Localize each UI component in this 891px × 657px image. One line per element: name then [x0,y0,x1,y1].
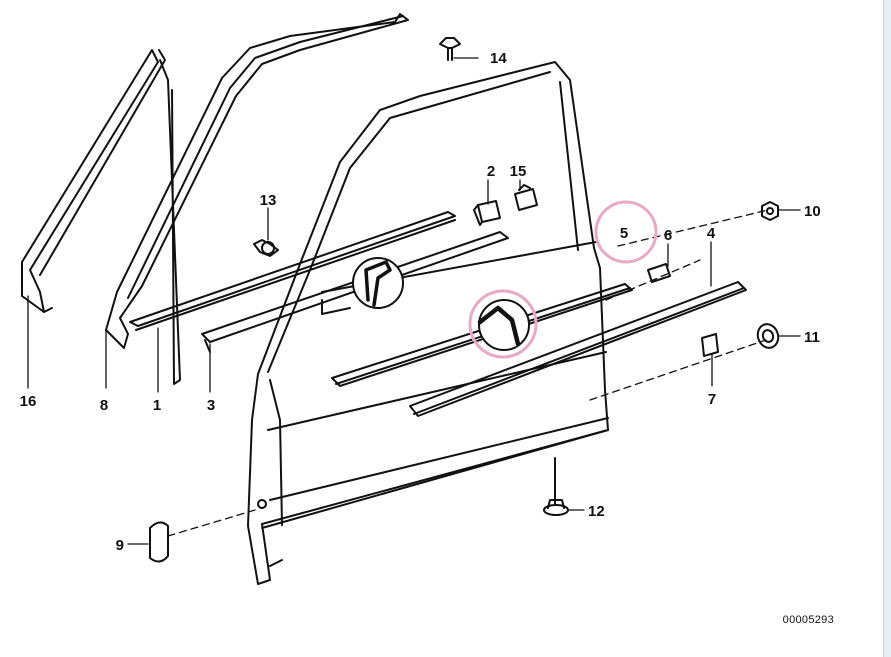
callout-15[interactable]: 15 [510,163,527,180]
part-6-clip[interactable] [647,263,671,283]
callout-5[interactable]: 5 [620,225,628,242]
callout-4[interactable]: 4 [707,225,716,242]
part-2-clip[interactable] [473,200,501,226]
part-10-nut[interactable] [761,201,779,221]
callout-11[interactable]: 11 [804,329,820,346]
leader-lines [27,57,801,545]
part-13-fastener[interactable] [253,239,279,257]
seal-profile-detail-lower [477,299,530,351]
callout-labels: 16 8 1 3 14 2 15 13 5 6 4 7 10 11 12 9 [20,50,821,554]
part-14-rivet[interactable] [439,37,461,61]
diagram-reference-number: 00005293 [783,614,834,626]
part-9-plug[interactable] [149,521,169,563]
assembly-lines [167,209,769,537]
part-11-plug[interactable] [755,321,781,350]
callout-9[interactable]: 9 [116,537,124,554]
callout-3[interactable]: 3 [207,397,215,414]
part-16-pillar-seal[interactable] [21,49,166,313]
callout-16[interactable]: 16 [20,393,37,410]
callout-14[interactable]: 14 [490,50,507,67]
callout-6[interactable]: 6 [664,227,672,244]
part-7-clip[interactable] [701,333,719,357]
part-4-side-strip[interactable] [409,281,747,417]
callout-10[interactable]: 10 [804,203,821,220]
callout-8[interactable]: 8 [100,397,108,414]
part-8-window-guide[interactable] [105,13,409,385]
highlight-circle-part-5 [594,200,658,264]
callout-7[interactable]: 7 [708,391,716,408]
highlight-marks [468,200,658,359]
seal-profile-detail-upper [352,257,404,309]
part-3-lower-strip[interactable] [201,231,509,353]
window-edge [883,0,891,657]
callout-13[interactable]: 13 [260,192,277,209]
callout-12[interactable]: 12 [588,503,605,520]
callout-1[interactable]: 1 [153,397,161,414]
callout-2[interactable]: 2 [487,163,495,180]
highlight-circle-profile [468,289,538,359]
part-15-clip[interactable] [514,184,538,211]
